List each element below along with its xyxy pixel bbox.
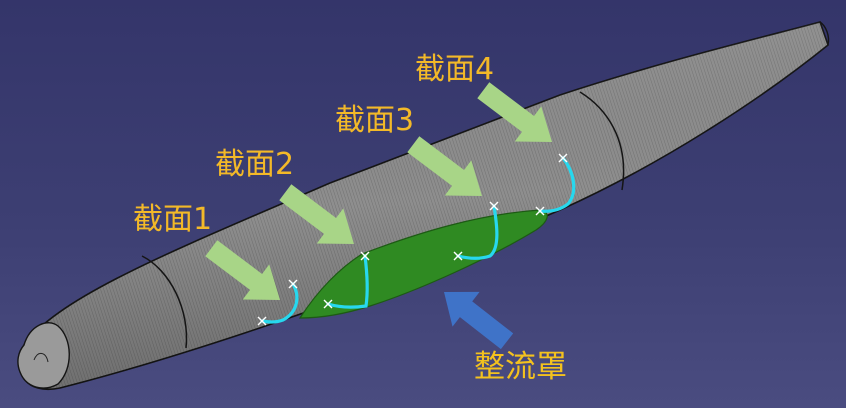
point-markers [257, 153, 568, 326]
label-fairing: 整流罩 [474, 349, 567, 385]
x-marker-icon [288, 279, 298, 289]
label-section-4: 截面4 [415, 52, 495, 87]
section-curve-4 [538, 156, 576, 213]
x-marker-icon [360, 251, 370, 261]
tail-cap [819, 21, 830, 46]
section-curve-2 [326, 254, 369, 309]
nose-tip [17, 322, 70, 389]
green-arrow-icon [205, 240, 280, 300]
seam-line-2 [579, 91, 625, 191]
fairing-surface [298, 209, 548, 319]
label-section-2: 截面2 [215, 147, 295, 182]
section-curves [260, 156, 576, 324]
missile-body [17, 21, 830, 391]
green-arrow-icon [279, 184, 354, 244]
section-curve-3 [456, 204, 499, 260]
green-arrow-icon [407, 136, 482, 196]
label-section-1: 截面1 [133, 202, 213, 237]
seam-line-1 [141, 255, 188, 349]
x-marker-icon [489, 201, 499, 211]
section-arrows [205, 82, 552, 300]
green-arrow-icon [477, 82, 552, 142]
x-marker-icon [257, 316, 267, 326]
x-marker-icon [558, 153, 568, 163]
label-section-3: 截面3 [335, 103, 415, 138]
x-marker-icon [323, 299, 333, 309]
x-marker-icon [535, 206, 545, 216]
section-curve-1 [260, 282, 299, 324]
blue-arrow-icon [444, 291, 514, 350]
x-marker-icon [453, 251, 463, 261]
